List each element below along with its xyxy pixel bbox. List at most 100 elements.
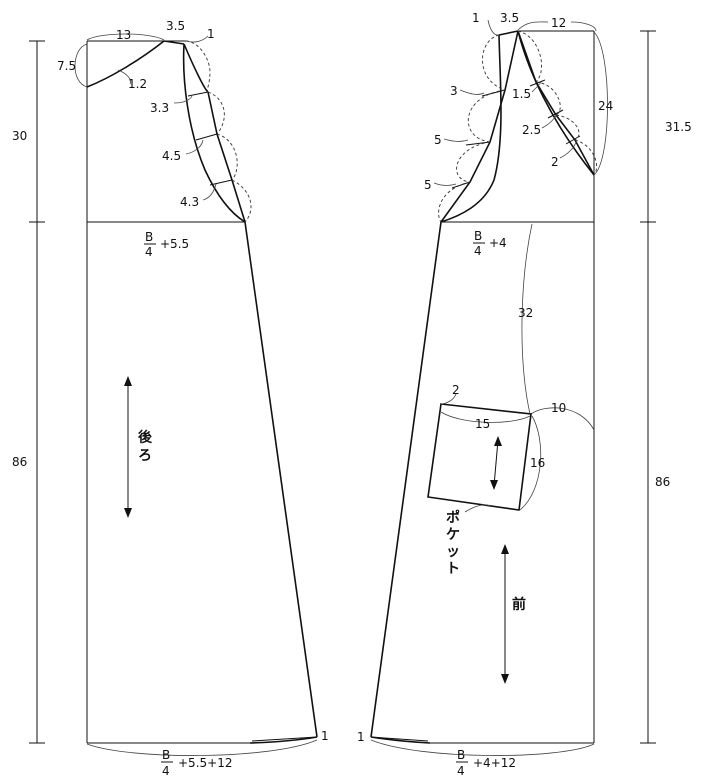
svg-text:4: 4 [457,764,465,778]
svg-text:+4+12: +4+12 [473,756,516,770]
back-shoulder-ext-label: 1 [207,27,215,41]
front-scallop-a2-arc [443,138,469,142]
front-hem-arc [370,739,595,756]
front-pocket-label-arc [464,504,491,513]
front-scallop-b2-label: 2.5 [522,123,541,137]
back-shoulder-line [163,40,185,45]
back-bust-formula: B 4 +5.5 [144,230,189,259]
front-shoulder-line [498,30,519,36]
front-pocket-height-label: 16 [530,456,545,470]
front-scallop-a3-label: 5 [424,178,432,192]
front-armhole-curve [440,34,502,223]
back-top-width-label: 13 [116,28,131,42]
svg-text:ポ: ポ [446,509,460,526]
front-pocket-position-label: 32 [518,306,533,320]
back-scallop-1-arc [173,95,193,104]
front-scallop-a1-label: 3 [450,84,458,98]
front-scallop-b3-label: 2 [551,155,559,169]
svg-text:4: 4 [474,244,482,258]
front-neck-depth-arc [593,31,608,176]
front-neck-depth-label: 24 [598,99,613,113]
back-hem-formula: B 4 +5.5+12 [161,748,232,778]
back-scallop-2-label: 4.5 [162,149,181,163]
svg-text:ッ: ッ [446,544,460,560]
front-pocket-height-arc [519,415,542,511]
front-panel: 31.5 86 [357,11,692,778]
back-vertical-dimension [29,40,45,744]
back-panel: 30 86 13 [12,19,329,778]
front-scallop-b1-label: 1.5 [512,87,531,101]
svg-text:+5.5: +5.5 [160,237,189,251]
back-grainline-arrow [124,376,132,518]
front-label: 前 [512,596,526,613]
front-pocket [427,403,532,511]
front-scallop-a2-label: 5 [434,133,442,147]
front-neck-scallop-guides [517,30,595,176]
svg-text:4: 4 [145,245,153,259]
back-armhole-curve [182,43,246,223]
back-top-arc [86,33,165,41]
front-pocket-width-arc [440,411,531,423]
back-hem-arc [86,739,318,756]
front-scallop-a3-arc [433,182,457,186]
back-neckline [86,40,165,88]
front-pocket-width-label: 15 [475,417,490,431]
back-shoulder-ext-arc [185,35,209,43]
front-armhole-height-label: 31.5 [665,120,692,134]
back-scallops [185,40,252,223]
front-shoulder-ext-arc [487,19,500,36]
front-top-width-label: 12 [551,16,566,30]
back-scallop-guides [183,43,246,223]
front-pocket-position-arc [521,223,533,415]
front-grainline-arrow [501,544,509,684]
front-hem-formula: B 4 +4+12 [456,748,516,778]
back-bodice-outline [86,40,245,223]
front-skirt-outline [370,221,594,744]
back-scallop-3-arc [202,183,217,201]
back-scallop-3-label: 4.3 [180,195,199,209]
back-neck-curve-label: 1.2 [128,77,147,91]
svg-text:B: B [457,748,465,762]
svg-text:4: 4 [162,764,170,778]
front-bodice-outline [441,30,595,743]
front-armhole-scallops [438,34,506,223]
svg-text:ト: ト [446,561,460,577]
front-bust-formula: B 4 +4 [473,229,507,258]
front-neckline [517,30,595,176]
front-pocket-grain-arrow [490,436,502,490]
back-neck-depth-label: 7.5 [57,59,76,73]
front-hem-rise-label: 1 [357,730,365,744]
svg-text:B: B [145,230,153,244]
svg-text:B: B [474,229,482,243]
front-scallop-b1-arc [531,81,542,93]
front-scallop-b2-arc [541,113,558,129]
svg-text:+4: +4 [489,236,507,250]
front-top-arc-right [570,21,597,32]
front-armhole-scallop-guides [440,30,519,223]
svg-text:ケ: ケ [446,527,460,543]
front-pocket-side-label: 10 [551,401,566,415]
svg-text:+5.5+12: +5.5+12 [178,756,232,770]
back-label-char-1: 後 [138,429,153,446]
front-scallop-b3-arc [559,141,577,159]
back-scallop-1-label: 3.3 [150,101,169,115]
front-pocket-rise-arc [440,393,457,405]
front-top-arc-left [517,21,549,31]
front-pocket-label: ポ ケ ッ ト [446,509,460,577]
back-neck-curve-arc [117,69,131,85]
front-vertical-dimension [640,30,656,744]
front-neck-scallops [517,30,597,176]
front-shoulder-ext-label: 1 [472,11,480,25]
front-scallop-a1-arc [459,89,485,95]
back-armhole-height-label: 30 [12,129,27,143]
front-shoulder-drop-label: 3.5 [500,11,519,25]
front-pocket-rise-label: 2 [452,383,460,397]
back-label-char-2: ろ [138,448,152,464]
front-skirt-length-label: 86 [655,475,670,489]
back-skirt-outline [86,221,318,744]
svg-text:B: B [162,748,170,762]
back-hem-rise-label: 1 [321,729,329,743]
back-skirt-length-label: 86 [12,455,27,469]
back-shoulder-drop-label: 3.5 [166,19,185,33]
